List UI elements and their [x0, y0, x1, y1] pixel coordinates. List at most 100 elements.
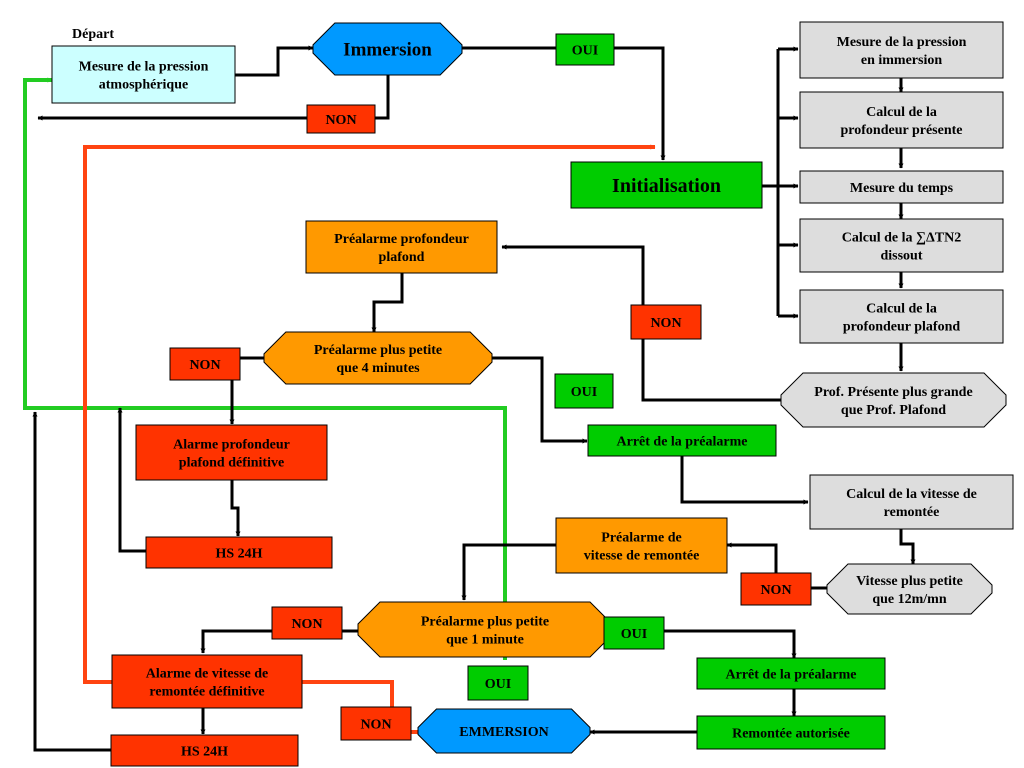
- arrow-immersion-oui: [462, 46, 666, 161]
- node-label-line: que Prof. Plafond: [841, 403, 946, 418]
- node-label-line: remontée définitive: [149, 684, 264, 699]
- node-label-line: OUI: [485, 677, 511, 692]
- node-label-line: Préalarme plus petite: [314, 343, 442, 358]
- node-shape: [587, 424, 777, 457]
- node-label-line: OUI: [572, 43, 598, 58]
- node-label-line: que 4 minutes: [336, 361, 420, 376]
- node-shape: [110, 734, 299, 767]
- node-shape: [111, 654, 303, 709]
- node-label-line: profondeur présente: [841, 123, 963, 138]
- node-label-line: dissout: [880, 248, 922, 263]
- node-label-line: plafond définitive: [179, 455, 284, 470]
- node-shape: [630, 304, 702, 340]
- arrow-vitesse-compare: [899, 529, 916, 565]
- node-shape: [799, 218, 1004, 273]
- node-shape: [799, 289, 1004, 344]
- node-prealarme-plafond: Préalarme profondeur plafond: [305, 220, 498, 274]
- node-shape: [263, 331, 493, 385]
- node-initialisation: Initialisation: [570, 161, 763, 209]
- node-oui-1min: OUI: [603, 616, 665, 650]
- node-shape: [306, 104, 376, 134]
- arrow-4min-oui: [492, 356, 588, 444]
- arrow-immersion-non: [37, 74, 390, 121]
- node-shape: [169, 347, 241, 381]
- node-label-line: NON: [189, 358, 220, 373]
- node-label-line: NON: [291, 617, 322, 632]
- node-prealarme-vitesse: Préalarme de vitesse de remontée: [555, 517, 728, 574]
- node-label-line: vitesse de remontée: [584, 548, 700, 563]
- node-label-line: EMMERSION: [459, 725, 548, 740]
- arrow-arret-vitesse: [680, 455, 809, 505]
- node-label-line: atmosphérique: [99, 77, 188, 92]
- node-shape: [696, 715, 886, 750]
- node-label-line: Calcul de la ∑ΔTN2: [842, 230, 962, 245]
- node-label-line: Alarme de vitesse de: [146, 666, 268, 681]
- node-shape: [780, 372, 1007, 428]
- node-label-line: Arrêt de la préalarme: [726, 667, 857, 682]
- arrow-prealarme-4min: [371, 273, 404, 333]
- node-shape: [740, 572, 812, 606]
- node-shape: [357, 601, 613, 658]
- node-shape: [467, 665, 529, 701]
- node-label-line: HS 24H: [215, 546, 262, 561]
- node-label-line: en immersion: [861, 53, 942, 68]
- node-non-1min: NON: [271, 606, 343, 640]
- node-shape: [603, 616, 665, 650]
- node-label-line: Préalarme de: [601, 530, 681, 545]
- node-label-line: Prof. Présente plus grande: [814, 385, 972, 400]
- arrow-hs-up: [117, 407, 146, 553]
- node-label-line: Préalarme profondeur: [334, 232, 469, 247]
- node-label-line: Alarme profondeur: [173, 437, 290, 452]
- node-non-top: NON: [306, 104, 376, 134]
- node-remontee-autorisee: Remontée autorisée: [696, 715, 886, 750]
- node-mesure-atmo: Mesure de la pression atmosphérique: [51, 45, 236, 104]
- node-label-line: Calcul de la vitesse de: [846, 487, 977, 502]
- arrow-alarme-hs: [230, 480, 241, 537]
- node-shape: [145, 536, 333, 569]
- node-shape: [340, 706, 412, 741]
- node-label-line: plafond: [379, 250, 425, 265]
- node-shape: [271, 606, 343, 640]
- node-label-line: Préalarme plus petite: [421, 614, 549, 629]
- connector-lines: [23, 45, 916, 752]
- arrow-hs-bottom-up: [32, 411, 111, 752]
- node-label-line: que 12m/mn: [872, 592, 947, 607]
- arrow-1min-oui: [612, 629, 797, 659]
- node-label-line: profondeur plafond: [843, 319, 961, 334]
- green-feedback-line: [23, 77, 507, 660]
- node-vitesse-compare: Vitesse plus petite que 12m/mn: [826, 563, 993, 615]
- node-prof-compare: Prof. Présente plus grande que Prof. Plaf…: [780, 372, 1007, 428]
- node-label-line: que 1 minute: [446, 632, 524, 647]
- start-label: Départ: [72, 27, 114, 42]
- node-shape: [51, 45, 236, 104]
- node-hs24-top: HS 24H: [145, 536, 333, 569]
- node-shape: [555, 517, 728, 574]
- node-label-line: Initialisation: [612, 175, 721, 197]
- node-alarme-vitesse: Alarme de vitesse de remontée définitive: [111, 654, 303, 709]
- node-label-line: Calcul de la: [866, 105, 937, 120]
- node-label-line: NON: [325, 113, 356, 128]
- node-immersion: Immersion: [312, 22, 463, 76]
- node-shape: [570, 161, 763, 209]
- node-emmersion: EMMERSION: [417, 708, 591, 754]
- node-shape: [696, 657, 886, 690]
- node-label-line: Mesure de la pression: [79, 59, 209, 74]
- node-label-line: Vitesse plus petite: [856, 574, 963, 589]
- node-hs24-bottom: HS 24H: [110, 734, 299, 767]
- node-label-line: Mesure du temps: [850, 181, 954, 196]
- node-shape: [809, 474, 1014, 530]
- node-label-line: Remontée autorisée: [732, 726, 850, 741]
- node-non-emm: NON: [340, 706, 412, 741]
- arrow-atmo-immersion: [235, 45, 314, 77]
- arrow-vitesse-1min: [461, 543, 556, 601]
- node-oui-4min: OUI: [554, 373, 614, 409]
- node-shape: [305, 220, 498, 274]
- node-calcul-profondeur: Calcul de la profondeur présente: [799, 91, 1004, 149]
- node-non-4min: NON: [169, 347, 241, 381]
- node-shape: [554, 373, 614, 409]
- node-mesure-temps: Mesure du temps: [799, 170, 1004, 204]
